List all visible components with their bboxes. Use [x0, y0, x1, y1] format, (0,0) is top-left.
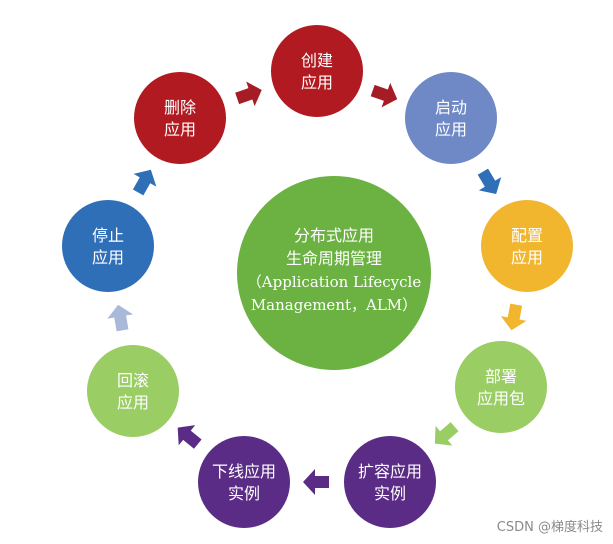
flow-arrow-configure-to-deploy: [500, 303, 527, 331]
stage-circle-deploy: [455, 341, 547, 433]
watermark: CSDN @梯度科技: [497, 519, 603, 535]
stage-label-create-2: 应用: [301, 73, 333, 92]
stage-circle-configure: [481, 200, 573, 292]
stage-label-rollback-2: 应用: [117, 393, 149, 412]
stage-label-stop-2: 应用: [92, 248, 124, 267]
stage-circle-stop: [62, 200, 154, 292]
flow-arrow-start-to-configure: [477, 168, 502, 195]
flow-arrow-delete-to-create: [235, 81, 262, 107]
flow-arrow-create-to-start: [370, 82, 398, 108]
arrow-shape: [370, 82, 398, 108]
arrow-shape: [303, 469, 329, 495]
stage-label-rollback-1: 回滚: [117, 371, 149, 390]
center-circle: [237, 176, 431, 370]
flow-arrow-deploy-to-scale: [434, 422, 459, 446]
center-line-2: 生命周期管理: [286, 249, 382, 268]
stage-label-start-2: 应用: [435, 120, 467, 139]
stage-label-start-1: 启动: [435, 98, 467, 117]
stage-label-delete-2: 应用: [164, 120, 196, 139]
stage-circle-create: [271, 25, 363, 117]
stage-circle-scale: [344, 436, 436, 528]
nodes-layer: 创建应用启动应用配置应用部署应用包扩容应用实例下线应用实例回滚应用停止应用删除应…: [62, 25, 573, 528]
stage-label-configure-1: 配置: [511, 226, 543, 245]
arrows-layer: [107, 81, 527, 495]
flow-arrow-rollback-to-stop: [107, 304, 133, 332]
arrow-shape: [434, 422, 459, 446]
stage-label-offline-1: 下线应用: [212, 462, 276, 481]
arrow-shape: [132, 169, 157, 196]
stage-label-deploy-1: 部署: [485, 367, 517, 386]
stage-label-delete-1: 删除: [164, 98, 196, 117]
arrow-shape: [477, 168, 502, 195]
stage-label-create-1: 创建: [301, 51, 333, 70]
center-node: 分布式应用 生命周期管理 （Application Lifecycle Mana…: [237, 176, 431, 370]
center-line-3: （Application Lifecycle: [247, 273, 422, 291]
center-line-1: 分布式应用: [294, 226, 374, 245]
stage-label-offline-2: 实例: [228, 484, 260, 503]
stage-label-deploy-2: 应用包: [477, 389, 525, 408]
stage-label-scale-2: 实例: [374, 484, 406, 503]
stage-label-scale-1: 扩容应用: [358, 462, 422, 481]
flow-arrow-scale-to-offline: [303, 469, 329, 495]
arrow-shape: [177, 425, 202, 449]
arrow-shape: [235, 81, 262, 107]
flow-arrow-stop-to-delete: [132, 169, 157, 196]
center-line-4: Management，ALM）: [251, 296, 417, 314]
stage-label-stop-1: 停止: [92, 226, 124, 245]
flow-arrow-offline-to-rollback: [177, 425, 202, 449]
arrow-shape: [107, 304, 133, 332]
arrow-shape: [500, 303, 527, 331]
stage-circle-rollback: [87, 345, 179, 437]
stage-circle-delete: [134, 72, 226, 164]
stage-label-configure-2: 应用: [511, 248, 543, 267]
stage-circle-start: [405, 72, 497, 164]
stage-circle-offline: [198, 436, 290, 528]
